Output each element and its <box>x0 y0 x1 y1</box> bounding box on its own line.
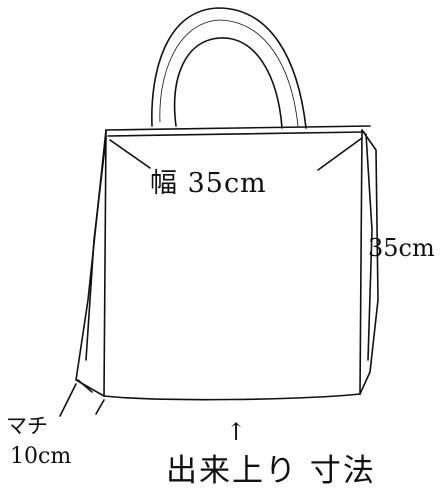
bag-handle-outer <box>151 7 307 129</box>
gusset-right-back <box>359 129 379 395</box>
bag-bottom-edge <box>103 393 361 401</box>
gusset-right-line <box>365 133 373 361</box>
gusset-pointer <box>59 383 77 417</box>
bag-left-side <box>103 129 107 397</box>
bag-right-side <box>359 129 363 395</box>
bag-handle-inner <box>173 37 283 129</box>
gusset-left-line <box>85 137 107 361</box>
bag-top-edge <box>105 125 371 131</box>
height-label: 35cm <box>368 234 435 262</box>
caption: 出来上り 寸法 <box>166 453 376 489</box>
up-arrow-icon: ↑ <box>226 418 247 446</box>
corner-fold-tl <box>109 139 151 169</box>
bag-handle-sketch <box>159 19 299 127</box>
corner-fold-bl <box>77 379 93 393</box>
gusset-pointer-2 <box>95 399 105 415</box>
width-label: 幅 35cm <box>150 168 267 199</box>
gusset-label: マチ <box>6 414 48 438</box>
bag-top-edge-2 <box>107 131 365 137</box>
corner-fold-tr <box>317 137 363 171</box>
gusset-value: 10cm <box>10 444 72 469</box>
